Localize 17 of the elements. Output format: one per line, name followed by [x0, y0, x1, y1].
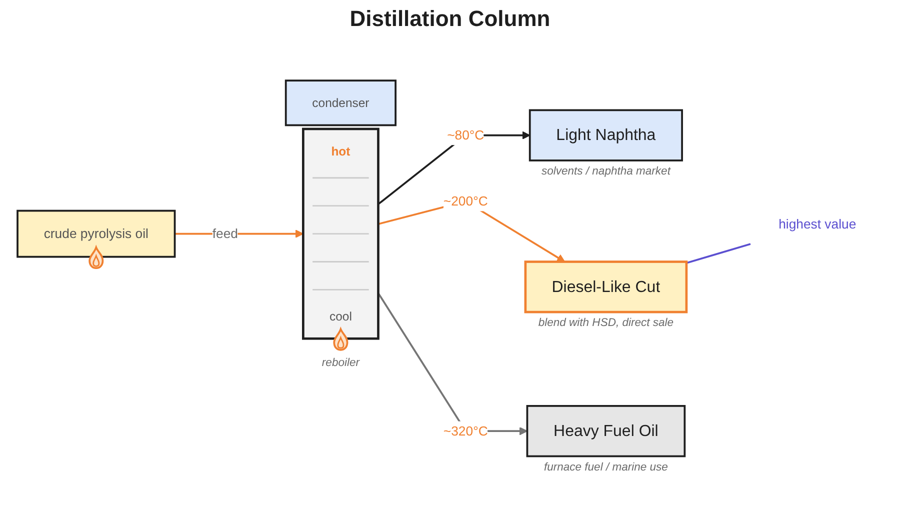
node-box: condenser: [284, 80, 396, 126]
edge-label: ~320°C: [443, 423, 488, 438]
diagram-title: Distillation Column: [350, 6, 550, 32]
node-box: Diesel-Like Cut: [524, 260, 688, 314]
node-box: crude pyrolysis oil: [16, 210, 176, 258]
node-caption: reboiler: [322, 356, 360, 369]
node-text: highest value: [778, 216, 856, 232]
node-box: Heavy Fuel Oil: [526, 405, 686, 458]
node-box: hot cool: [302, 128, 380, 340]
edge-label: ~200°C: [443, 193, 488, 208]
connector: [686, 243, 751, 264]
edge-label: ~80°C: [447, 127, 484, 142]
node-caption: furnace fuel / marine use: [544, 461, 668, 474]
node-box: Light Naphtha: [528, 109, 683, 162]
edge-label: feed: [212, 226, 238, 241]
node-caption: solvents / naphtha market: [541, 166, 670, 178]
node-caption: blend with HSD, direct sale: [538, 317, 674, 330]
